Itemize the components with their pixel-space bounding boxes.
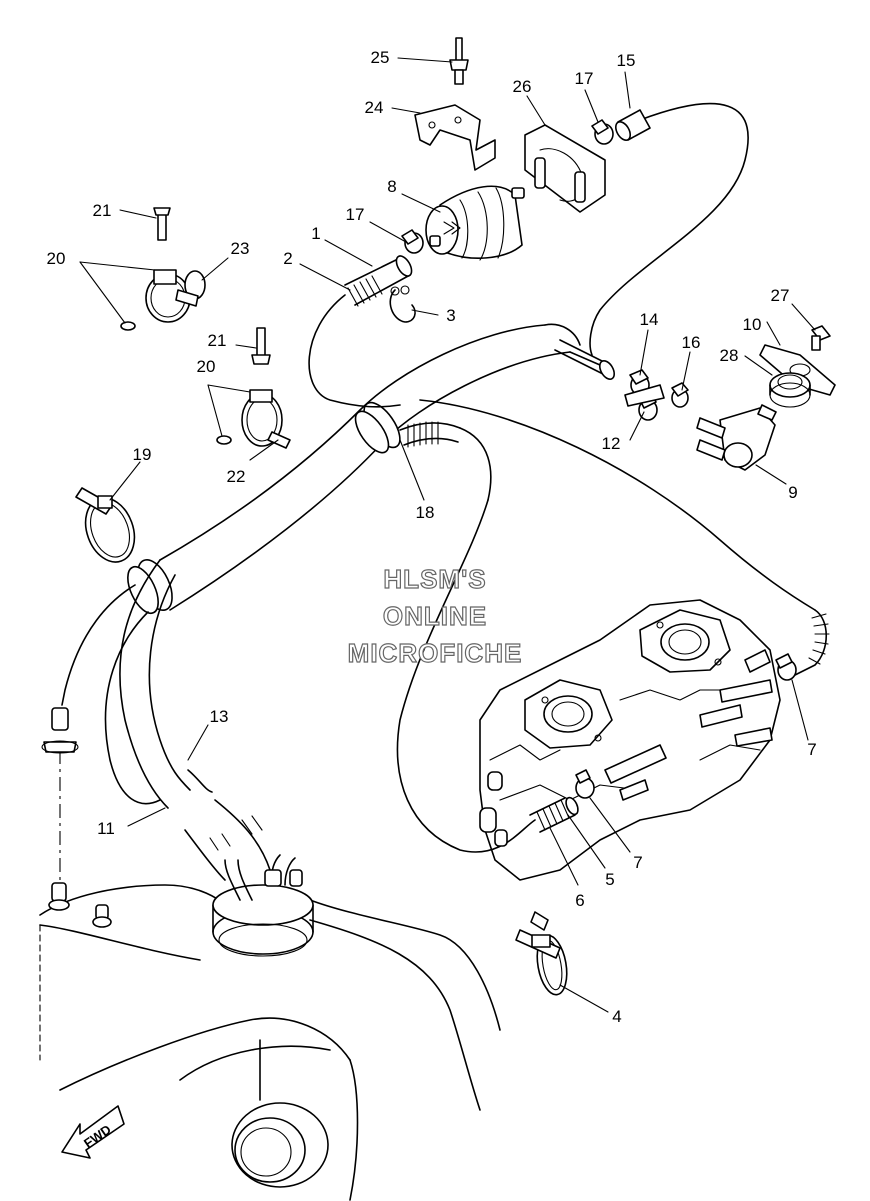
- callout-12: 12: [602, 434, 621, 453]
- lever-plate-10: [759, 344, 836, 396]
- callout-19: 19: [133, 445, 152, 464]
- fuel-pickup-unit: [209, 815, 314, 957]
- callout-27: 27: [771, 286, 790, 305]
- callout-14: 14: [640, 310, 659, 329]
- callout-26: 26: [513, 77, 532, 96]
- clamp-17-upper: [591, 119, 614, 145]
- watermark: HLSM'S ONLINE MICROFICHE: [347, 563, 523, 668]
- filter-holder-26: [524, 124, 606, 213]
- callout-6: 6: [575, 891, 584, 910]
- callout-28: 28: [720, 346, 739, 365]
- callout-22: 22: [227, 467, 246, 486]
- callout-3: 3: [446, 306, 455, 325]
- callout-7-right: 7: [807, 740, 816, 759]
- band-19: [75, 487, 136, 563]
- fuel-lines: [119, 102, 830, 881]
- callout-16: 16: [682, 333, 701, 352]
- clamp-7-lower: [575, 769, 595, 799]
- callout-17-lower: 17: [346, 205, 365, 224]
- hose-1-2: [344, 255, 413, 307]
- callout-9: 9: [788, 483, 797, 502]
- filter-bracket-24: [414, 104, 496, 171]
- callout-numbers: 25 24 26 17 15 8 17 1 2 3 21 20 23 21 20…: [47, 48, 817, 1026]
- fuel-tank: [39, 884, 501, 1201]
- fuel-cock-9: [696, 404, 777, 471]
- callout-23: 23: [231, 239, 250, 258]
- leader-lines: [79, 57, 816, 1013]
- short-hose-5-6: [529, 796, 579, 833]
- callout-13: 13: [210, 707, 229, 726]
- clip-3: [389, 285, 416, 323]
- carburetor-assembly: [479, 599, 781, 881]
- callout-2: 2: [283, 249, 292, 268]
- clamp-assembly-upper: [120, 207, 206, 331]
- callout-25: 25: [371, 48, 390, 67]
- callout-10: 10: [743, 315, 762, 334]
- callout-7-lower: 7: [633, 853, 642, 872]
- watermark-line-3: MICROFICHE: [348, 638, 523, 668]
- hose-15: [614, 109, 651, 141]
- callout-20-middle: 20: [197, 357, 216, 376]
- callout-21-middle: 21: [208, 331, 227, 350]
- callout-5: 5: [605, 870, 614, 889]
- callout-17-upper: 17: [575, 69, 594, 88]
- band-4: [515, 911, 568, 996]
- knob-28: [769, 372, 811, 408]
- fittings-12-14-16: [554, 339, 689, 421]
- callout-18: 18: [416, 503, 435, 522]
- fuel-filter: [425, 185, 525, 261]
- clamp-7-upper: [775, 653, 797, 681]
- callout-1: 1: [311, 224, 320, 243]
- screw-25: [449, 37, 469, 85]
- tank-fittings: [41, 707, 112, 928]
- callout-15: 15: [617, 51, 636, 70]
- callout-11: 11: [97, 819, 115, 838]
- callout-21-upper: 21: [93, 201, 112, 220]
- callout-4: 4: [612, 1007, 621, 1026]
- callout-24: 24: [365, 98, 384, 117]
- corrugated-hose-18: [399, 421, 492, 501]
- watermark-line-1: HLSM'S: [383, 564, 486, 594]
- intake-hose: [61, 323, 601, 805]
- watermark-line-2: ONLINE: [383, 601, 487, 631]
- clamp-17-lower: [401, 229, 424, 254]
- clamp-assembly-middle: [216, 327, 291, 449]
- callout-8: 8: [387, 177, 396, 196]
- fwd-arrow-icon: FWD: [61, 1105, 125, 1159]
- callout-20-upper: 20: [47, 249, 66, 268]
- screw-27: [811, 325, 831, 351]
